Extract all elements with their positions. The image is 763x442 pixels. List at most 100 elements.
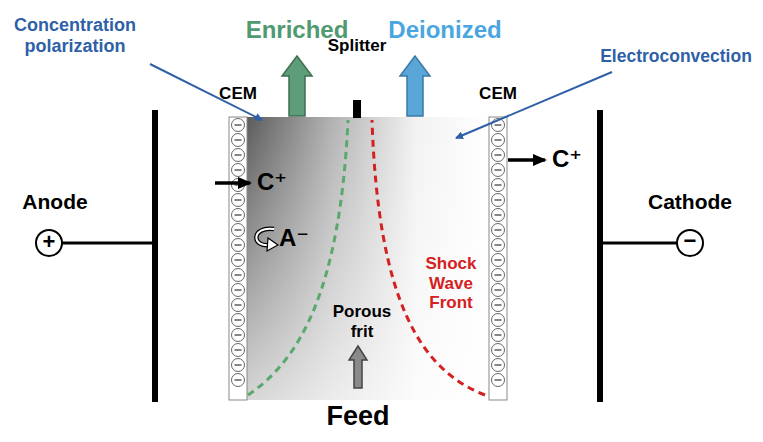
- wire: [62, 242, 152, 245]
- charge-sign: [235, 169, 242, 170]
- charge-circle: [492, 254, 505, 267]
- charge-circle: [492, 344, 505, 357]
- part-label: Splitter: [317, 36, 397, 56]
- outlet-label: Deionized: [380, 16, 510, 44]
- charge-circle: [232, 239, 245, 252]
- charge-sign: [495, 349, 502, 350]
- front-label: Shock Wave Front: [420, 254, 482, 313]
- charge-sign: [235, 229, 242, 230]
- charge-circle: [232, 299, 245, 312]
- inlet-label: Feed: [313, 401, 403, 432]
- charge-sign: [495, 169, 502, 170]
- charge-sign: [495, 274, 502, 275]
- charge-circle: [492, 299, 505, 312]
- membrane: [229, 117, 247, 400]
- charge-circle: [492, 269, 505, 282]
- callout-label: Electroconvection: [593, 46, 759, 66]
- leader-arrow: [150, 64, 262, 120]
- charge-sign: [495, 319, 502, 320]
- charge-circle: [492, 194, 505, 207]
- charge-sign: [495, 214, 502, 215]
- charge-sign: [235, 214, 242, 215]
- charge-sign: [235, 304, 242, 305]
- ion-label: C⁺: [547, 145, 587, 173]
- outlet-arrow: [400, 56, 430, 116]
- ion-label: A⁻: [276, 224, 312, 252]
- charge-circle: [232, 164, 245, 177]
- charge-sign: [495, 334, 502, 335]
- charge-sign: [235, 139, 242, 140]
- charge-circle: [492, 164, 505, 177]
- charge-sign: [235, 289, 242, 290]
- electrode-label: Cathode: [640, 190, 740, 214]
- membrane-label: CEM: [213, 84, 263, 104]
- wire: [603, 242, 677, 245]
- ion-arrow: [215, 181, 250, 185]
- terminal-circle: [36, 230, 62, 256]
- charge-sign: [495, 199, 502, 200]
- charge-sign: [495, 304, 502, 305]
- charge-circle: [232, 224, 245, 237]
- channel: [247, 117, 489, 400]
- charge-sign: [495, 289, 502, 290]
- charge-circle: [232, 119, 245, 132]
- splitter-blade: [353, 100, 361, 118]
- fixed-charges: [232, 119, 505, 387]
- charge-sign: [235, 379, 242, 380]
- charge-circle: [492, 284, 505, 297]
- charge-circle: [492, 134, 505, 147]
- charge-sign: [235, 259, 242, 260]
- leader-arrow: [456, 72, 612, 138]
- cathode-plate: [597, 110, 603, 402]
- charge-circle: [232, 194, 245, 207]
- charge-circle: [232, 329, 245, 342]
- polarity-sign: −: [680, 228, 700, 253]
- charge-sign: [235, 349, 242, 350]
- charge-sign: [495, 229, 502, 230]
- shock-front: [372, 120, 485, 395]
- charge-circle: [492, 314, 505, 327]
- charge-circle: [232, 284, 245, 297]
- charge-sign: [495, 244, 502, 245]
- charge-circle: [232, 254, 245, 267]
- charge-circle: [232, 359, 245, 372]
- membrane-label: CEM: [473, 84, 523, 104]
- feed-arrow: [349, 346, 367, 388]
- charge-sign: [495, 154, 502, 155]
- charge-sign: [495, 139, 502, 140]
- ion-arrow: [508, 158, 545, 162]
- channel-fade: [247, 117, 489, 400]
- reflect-arrow: [267, 238, 278, 251]
- charge-sign: [495, 364, 502, 365]
- charge-circle: [492, 209, 505, 222]
- callout-label: Concentration polarization: [4, 15, 146, 56]
- charge-circle: [492, 179, 505, 192]
- charge-circle: [232, 344, 245, 357]
- charge-sign: [235, 334, 242, 335]
- polarity-sign: +: [39, 229, 59, 254]
- charge-sign: [235, 199, 242, 200]
- charge-circle: [492, 329, 505, 342]
- charge-sign: [495, 184, 502, 185]
- outlet-arrow: [282, 56, 312, 116]
- charge-circle: [232, 314, 245, 327]
- membrane: [489, 117, 507, 400]
- charge-circle: [232, 134, 245, 147]
- charge-circle: [492, 374, 505, 387]
- charge-circle: [232, 209, 245, 222]
- charge-circle: [232, 149, 245, 162]
- charge-sign: [235, 364, 242, 365]
- region-label: Porous frit: [329, 302, 395, 341]
- charge-sign: [495, 124, 502, 125]
- charge-circle: [492, 359, 505, 372]
- charge-circle: [232, 269, 245, 282]
- charge-circle: [492, 149, 505, 162]
- charge-circle: [232, 179, 245, 192]
- charge-sign: [235, 319, 242, 320]
- charge-circle: [232, 374, 245, 387]
- charge-sign: [495, 379, 502, 380]
- charge-sign: [495, 259, 502, 260]
- enriched-front: [248, 120, 348, 395]
